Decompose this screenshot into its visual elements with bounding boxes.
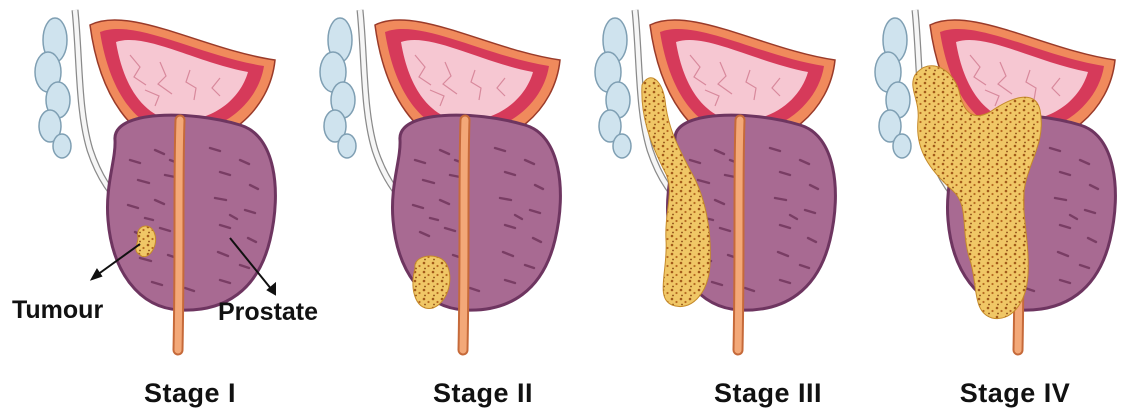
stage-3-label: Stage III [668, 378, 868, 409]
stage-3-illustration [595, 10, 835, 350]
stage-4-label: Stage IV [915, 378, 1115, 409]
tumour-label: Tumour [12, 296, 103, 325]
stage-1-label: Stage I [90, 378, 290, 409]
stage-2-illustration [320, 10, 560, 350]
stage-4-illustration [875, 10, 1115, 350]
stage-2-label: Stage II [383, 378, 583, 409]
prostate-label: Prostate [218, 298, 318, 327]
